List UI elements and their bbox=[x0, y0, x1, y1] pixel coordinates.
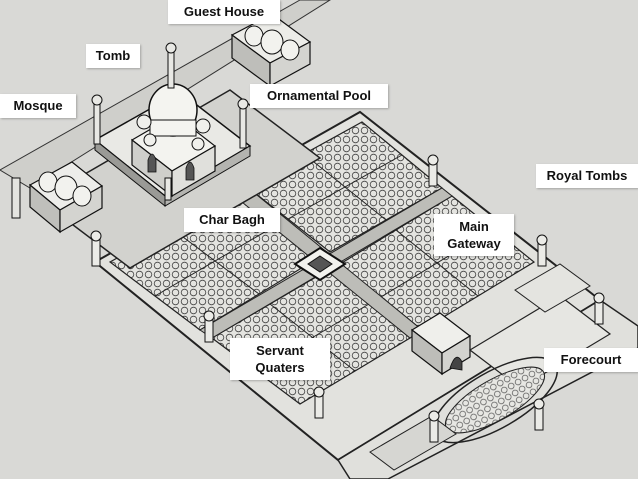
label-royal-tombs: Royal Tombs bbox=[536, 164, 638, 188]
corner-towers bbox=[90, 154, 605, 443]
royal-tombs-court bbox=[514, 263, 591, 313]
tomb-chhatris bbox=[136, 114, 211, 151]
label-ornamental-pool: Ornamental Pool bbox=[250, 84, 388, 108]
label-forecourt: Forecourt bbox=[544, 348, 638, 372]
tomb-dome-drum bbox=[149, 119, 197, 137]
label-main-gateway-line2: Gateway bbox=[447, 236, 501, 251]
main-gateway-arch bbox=[449, 356, 463, 371]
label-tomb: Tomb bbox=[86, 44, 140, 68]
mosque-domes bbox=[38, 171, 92, 207]
label-char-bagh: Char Bagh bbox=[184, 208, 280, 232]
mosque-corner-tower bbox=[11, 177, 21, 219]
label-servant-quaters: Servant Quaters bbox=[230, 338, 330, 380]
tomb-minarets bbox=[91, 42, 249, 201]
main-gateway-wall-right bbox=[441, 334, 471, 376]
label-guest-house: Guest House bbox=[168, 0, 280, 24]
guest-house-domes bbox=[244, 25, 300, 61]
label-main-gateway-line1: Main bbox=[459, 219, 489, 234]
central-pool-platform bbox=[307, 255, 333, 273]
label-main-gateway: Main Gateway bbox=[434, 214, 514, 256]
label-servant-quaters-line1: Servant bbox=[256, 343, 304, 358]
label-mosque: Mosque bbox=[0, 94, 76, 118]
label-servant-quaters-line2: Quaters bbox=[255, 360, 305, 375]
tomb-arches bbox=[147, 153, 195, 181]
